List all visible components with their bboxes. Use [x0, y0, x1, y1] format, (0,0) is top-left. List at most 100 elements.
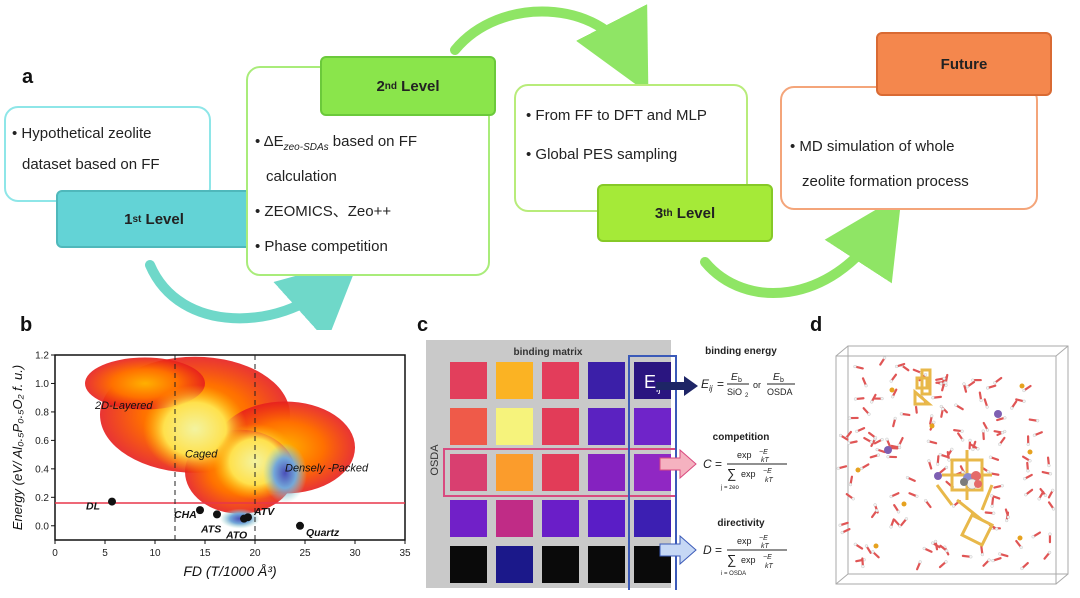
exp-num: exp — [737, 536, 752, 546]
water-molecule — [839, 521, 849, 527]
water-molecule — [978, 391, 983, 401]
water-hydrogen — [889, 525, 893, 529]
water-molecule — [854, 365, 864, 370]
water-hydrogen — [1019, 545, 1023, 550]
ytick-label: 0.4 — [35, 464, 49, 475]
water-molecule — [855, 543, 864, 550]
water-hydrogen — [1024, 493, 1028, 497]
sum-index: i = OSDA — [721, 571, 746, 577]
water-hydrogen — [1022, 388, 1026, 393]
water-hydrogen — [886, 455, 890, 459]
water-molecule — [980, 545, 984, 555]
water-hydrogen — [939, 404, 943, 409]
water-molecule — [893, 504, 900, 513]
water-molecule — [1032, 531, 1042, 538]
water-hydrogen — [855, 429, 859, 434]
water-hydrogen — [944, 560, 948, 564]
osda-den: OSDA — [767, 387, 793, 397]
water-hydrogen — [915, 494, 919, 498]
water-molecule — [1043, 552, 1051, 560]
water-hydrogen — [1048, 472, 1053, 476]
water-molecule — [940, 408, 944, 418]
e-lhs: E — [701, 377, 710, 391]
water-hydrogen — [990, 504, 994, 508]
water-hydrogen — [923, 373, 928, 377]
water-hydrogen — [871, 550, 875, 554]
water-hydrogen — [875, 447, 879, 452]
water-molecule — [935, 377, 945, 381]
water-molecule — [873, 438, 883, 445]
water-hydrogen — [883, 356, 887, 360]
water-hydrogen — [932, 420, 936, 424]
ytick-label: 0.6 — [35, 436, 49, 447]
water-molecule — [901, 364, 910, 372]
region-label: Densely -Packed — [285, 463, 369, 475]
sum-symbol: ∑ — [727, 552, 736, 567]
water-molecule — [928, 440, 938, 445]
water-hydrogen — [941, 407, 945, 411]
level-2-header-rest: Level — [397, 77, 440, 95]
water-molecule — [999, 436, 1006, 445]
water-molecule — [872, 551, 880, 559]
water-hydrogen — [894, 364, 899, 369]
water-molecule — [840, 434, 849, 441]
xtick-label: 10 — [149, 548, 161, 559]
water-hydrogen — [853, 397, 858, 401]
matrix-cell — [542, 454, 579, 491]
water-molecule — [896, 362, 906, 368]
sio2-den: SiO — [727, 387, 742, 397]
directivity-title: directivity — [717, 518, 765, 529]
water-hydrogen — [1037, 497, 1041, 501]
water-hydrogen — [885, 437, 889, 441]
xtick-label: 0 — [52, 548, 58, 559]
matrix-cell — [588, 362, 625, 399]
water-molecule — [870, 438, 876, 448]
competition-arrow — [659, 448, 697, 480]
xtick-label: 30 — [349, 548, 361, 559]
eb-num-2: E — [773, 372, 780, 383]
level-3-header-sup: th — [663, 207, 673, 219]
matrix-cell — [634, 408, 671, 445]
level-1-header-rest: Level — [141, 210, 184, 228]
water-molecule — [892, 418, 897, 428]
water-hydrogen — [1032, 433, 1037, 437]
water-molecule — [863, 436, 872, 443]
level-2-header-sup: nd — [384, 80, 398, 92]
panel-label-d: d — [810, 314, 823, 336]
water-hydrogen — [969, 555, 973, 559]
matrix-cell — [588, 408, 625, 445]
water-molecule — [946, 450, 950, 461]
arrow-level2-to-level3 — [450, 4, 649, 94]
den-e: −E — [763, 468, 772, 475]
den-e: −E — [763, 554, 772, 561]
level-1-bullet-text-1: Hypothetical zeolite — [21, 125, 152, 142]
water-hydrogen — [951, 504, 956, 508]
water-molecule — [865, 545, 872, 554]
water-hydrogen — [947, 458, 951, 462]
water-hydrogen — [889, 494, 893, 499]
water-molecule — [932, 395, 942, 399]
water-molecule — [953, 429, 963, 433]
plot-frame — [54, 354, 406, 541]
water-molecule — [861, 557, 864, 567]
water-hydrogen — [891, 395, 895, 399]
e-lhs-sub: ij — [709, 384, 713, 393]
water-molecule — [890, 373, 898, 382]
water-hydrogen — [927, 459, 931, 463]
water-hydrogen — [961, 438, 965, 442]
binding-arrow — [656, 376, 698, 396]
water-hydrogen — [840, 530, 844, 535]
water-molecule — [855, 397, 865, 401]
water-molecule — [996, 416, 1005, 422]
water-hydrogen — [944, 465, 949, 469]
sio2-den-sub: 2 — [745, 393, 749, 399]
water-molecule — [901, 412, 911, 417]
matrix-cell — [634, 362, 671, 399]
water-molecule — [1026, 461, 1029, 471]
water-hydrogen — [905, 475, 910, 480]
water-hydrogen — [998, 552, 1002, 556]
water-molecule — [934, 541, 939, 551]
density-cloud — [85, 356, 355, 529]
water-hydrogen — [1010, 406, 1014, 410]
